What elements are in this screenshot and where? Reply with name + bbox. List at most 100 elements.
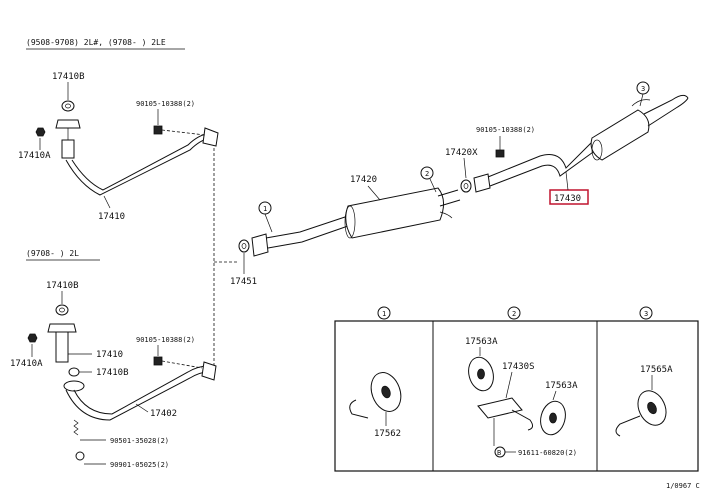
gasket-17451[interactable]: [238, 239, 250, 253]
leader-17430S: [505, 371, 513, 399]
leader-17420: [367, 185, 381, 201]
callout-3-text: 3: [641, 85, 645, 93]
main-exhaust-line: 1 17451 17420 2 17420X: [230, 81, 689, 287]
gasket-mid-hole: [59, 307, 65, 313]
label-17410B-mid[interactable]: 17410B: [46, 281, 79, 291]
bolt-90105-mid[interactable]: [153, 356, 163, 366]
callout-2-leader: [429, 178, 437, 193]
center-pipe-lower: [267, 225, 349, 249]
pipe-joint-top[interactable]: [61, 139, 75, 159]
gasket-17410B-mid2[interactable]: [68, 367, 80, 377]
label-17563A-a[interactable]: 17563A: [465, 337, 498, 347]
tail-hanger: [631, 99, 651, 107]
center-muffler-17420[interactable]: [345, 187, 444, 239]
gasket-17420X[interactable]: [460, 179, 472, 193]
tail-pipe-lower: [489, 149, 597, 187]
muffler-outlet-a: [437, 189, 459, 197]
detail-callout-1-text: 1: [382, 310, 386, 318]
label-17562[interactable]: 17562: [374, 429, 401, 439]
hanger-rod-1: [349, 399, 369, 419]
leader-17563A-b: [552, 390, 557, 401]
label-17410-top[interactable]: 17410: [98, 212, 125, 222]
label-17420[interactable]: 17420: [350, 175, 377, 185]
label-17451[interactable]: 17451: [230, 277, 257, 287]
label-90105-mid[interactable]: 90105-10388(2): [136, 336, 195, 344]
label-90901[interactable]: 90901-05025(2): [110, 461, 169, 469]
gasket-hole: [65, 103, 71, 109]
front-flange-top[interactable]: [55, 119, 81, 129]
detail-callout-1: [377, 306, 391, 320]
nut-17410A-top[interactable]: [35, 127, 46, 137]
gasket-17451-hole: [241, 243, 247, 249]
label-91611[interactable]: 91611-60820(2): [518, 449, 577, 457]
label-90105-right[interactable]: 90105-10388(2): [476, 126, 535, 134]
front-pipe-17410-top-a: [65, 137, 211, 196]
label-17410A-mid[interactable]: 17410A: [10, 359, 43, 369]
variant-bracket: [213, 148, 238, 380]
header-top: (9508-9708) 2L#, (9708- ) 2LE: [26, 38, 166, 47]
leader-17402: [135, 403, 149, 413]
front-pipe-group-top: 17410B 17410A 17410 90105-10388(2): [18, 72, 219, 222]
pipe-17402-inlet[interactable]: [63, 380, 85, 392]
center-pipe-upper: [265, 215, 349, 239]
header-middle: (9708- ) 2L: [26, 249, 79, 258]
leader-17410-top: [103, 195, 111, 209]
bolt-dash-mid: [161, 360, 203, 369]
label-17565A[interactable]: 17565A: [640, 365, 673, 375]
tail-muffler[interactable]: [590, 109, 650, 161]
callout-3-leader: [639, 93, 644, 107]
tail-pipe-flange[interactable]: [473, 173, 491, 193]
leader-17420X: [463, 157, 467, 179]
nut-17410A-mid[interactable]: [27, 333, 38, 343]
detail-callout-3: [639, 306, 653, 320]
gasket-17410B-top[interactable]: [61, 100, 75, 112]
label-17410B-top[interactable]: 17410B: [52, 72, 85, 82]
gasket-17420X-hole: [463, 183, 469, 189]
front-flange-mid[interactable]: [47, 323, 77, 333]
tail-outlet-upper: [643, 94, 689, 115]
hanger-17563A-b-hole: [549, 412, 557, 424]
muffler-outlet-b: [439, 199, 461, 207]
label-17430S[interactable]: 17430S: [502, 362, 535, 372]
nut-90901[interactable]: [75, 451, 85, 461]
pipe-17402-a: [65, 371, 209, 421]
label-17430[interactable]: 17430: [554, 194, 581, 204]
label-17410A-top[interactable]: 17410A: [18, 151, 51, 161]
label-17420X[interactable]: 17420X: [445, 148, 478, 158]
label-17410-mid[interactable]: 17410: [96, 350, 123, 360]
hanger-17563A-a-hole: [477, 368, 485, 380]
bracket-rod: [511, 409, 534, 431]
pipe-17402-flange[interactable]: [201, 361, 217, 381]
label-90501[interactable]: 90501-35028(2): [110, 437, 169, 445]
footer-code: 1/0967 C: [666, 482, 700, 490]
center-pipe-flange[interactable]: [251, 233, 269, 257]
muffler-hanger: [439, 211, 453, 219]
detail-callout-2: [507, 306, 521, 320]
bolt-dash-top: [161, 129, 206, 136]
front-pipe-group-middle: 17410B 17410 17410B 17410A 17402 90105-1…: [10, 281, 217, 469]
pipe-17402-b: [73, 365, 209, 415]
label-17410B-mid2[interactable]: 17410B: [96, 368, 129, 378]
pipe-neck-mid[interactable]: [55, 331, 69, 363]
leader-17430: [565, 171, 569, 191]
hanger-17562-hole: [381, 385, 391, 399]
muffler-front-cap: [344, 205, 356, 239]
callout-2-text: 2: [425, 170, 429, 178]
label-90105-top[interactable]: 90105-10388(2): [136, 100, 195, 108]
tail-outlet-lower: [647, 97, 689, 127]
rear-flange-top[interactable]: [202, 127, 219, 147]
detail-boxes: 1 17562 2 17563A 17430S 17563A B 91611-6…: [334, 306, 699, 472]
callout-1-text: 1: [263, 205, 267, 213]
bolt-90105-top[interactable]: [153, 125, 163, 135]
detail-callout-2-text: 2: [512, 310, 516, 318]
front-pipe-17410-top-b: [71, 132, 211, 191]
label-17402[interactable]: 17402: [150, 409, 177, 419]
tail-muffler-cap: [591, 139, 603, 161]
gasket-17410B-mid[interactable]: [55, 304, 69, 316]
spring-90501[interactable]: [73, 419, 79, 436]
bracket-17430S[interactable]: [477, 397, 523, 419]
highlight-box-17430: [549, 189, 589, 205]
bolt-90105-right[interactable]: [495, 149, 505, 158]
label-17563A-b[interactable]: 17563A: [545, 381, 578, 391]
